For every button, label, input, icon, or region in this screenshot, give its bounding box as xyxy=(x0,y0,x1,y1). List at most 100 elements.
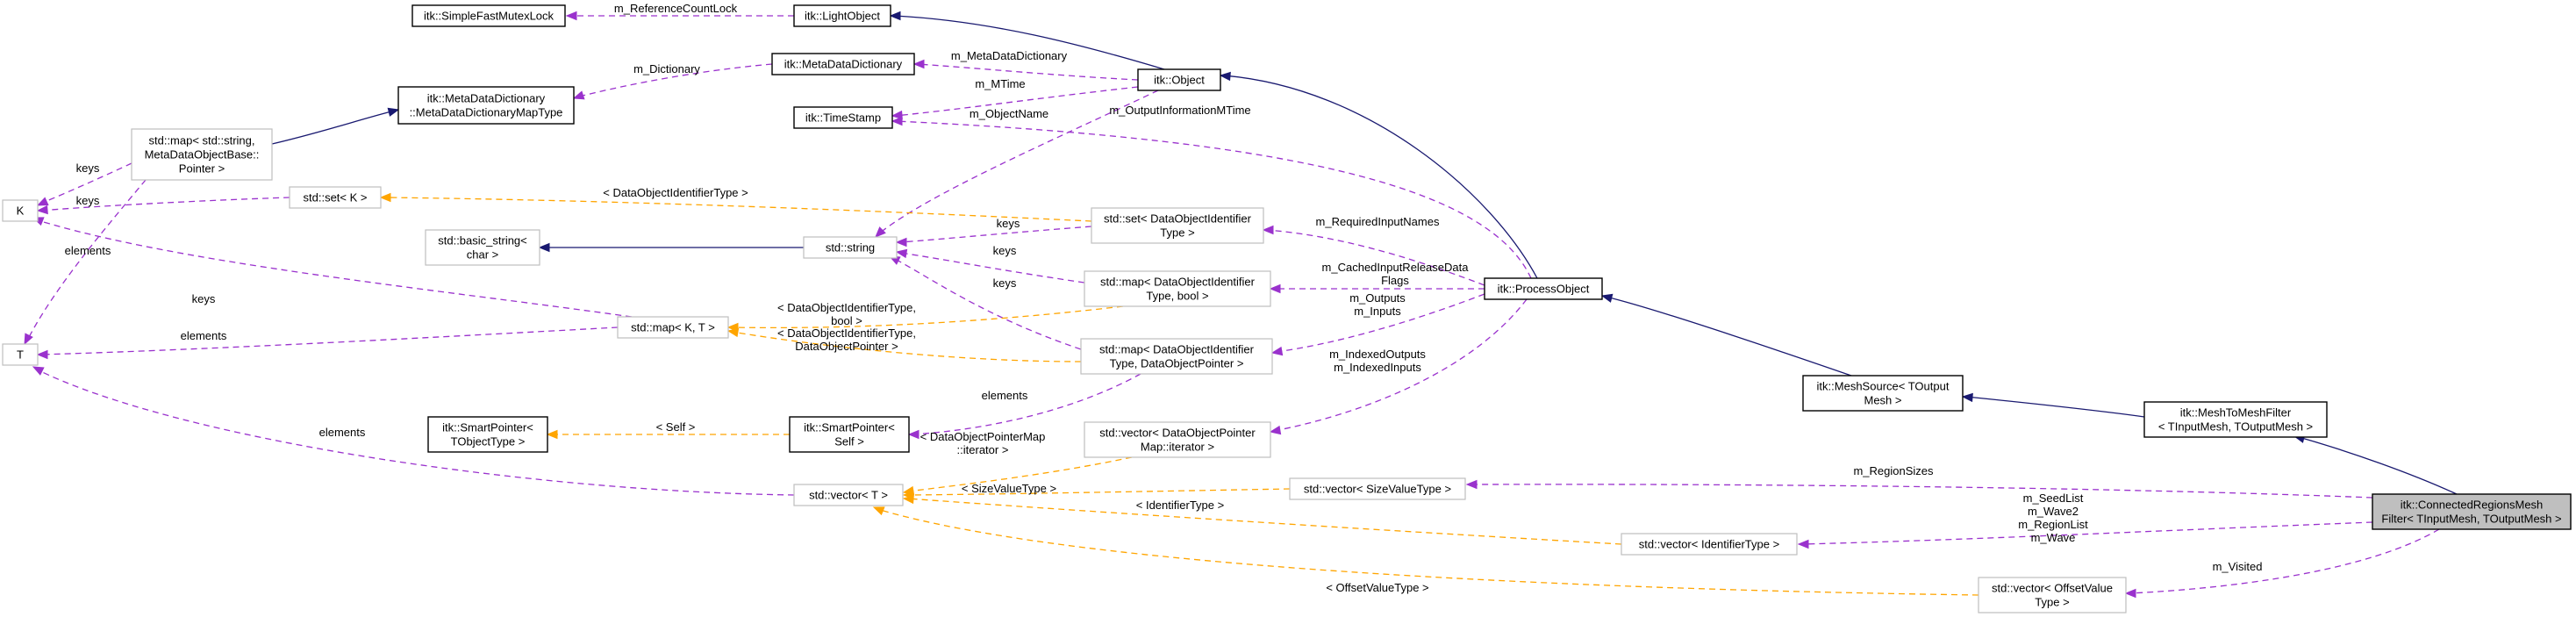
class-node-meshToMesh[interactable]: itk::MeshToMeshFilter< TInputMesh, TOutp… xyxy=(2143,401,2328,438)
edge-label-keysMapBool: keys xyxy=(993,244,1017,257)
edge-self xyxy=(546,429,790,440)
class-node-label: std::vector< SizeValueType > xyxy=(1304,483,1451,496)
inheritance-arrowhead xyxy=(889,11,901,21)
class-node-metadatadictionary[interactable]: itk::MetaDataDictionary xyxy=(771,53,915,75)
class-node-smartPtrSelf[interactable]: itk::SmartPointer<Self > xyxy=(789,416,910,453)
usage-arrowhead xyxy=(546,429,558,440)
class-node-T[interactable]: T xyxy=(2,343,39,366)
edge-object-to-processobject xyxy=(1219,71,1538,279)
edge-regionsizes xyxy=(1465,479,2373,499)
class-node-label: itk::ConnectedRegionsMesh xyxy=(2401,499,2544,512)
class-node-string[interactable]: std::string xyxy=(803,236,898,259)
usage-arrowhead xyxy=(379,192,391,203)
class-node-label: itk::MeshToMeshFilter xyxy=(2180,406,2292,420)
class-node-label: std::map< std::string, xyxy=(148,134,254,147)
edge-doi-type xyxy=(379,192,1092,222)
usage-arrowhead xyxy=(1262,225,1274,235)
class-node-label: std::map< DataObjectIdentifier xyxy=(1099,343,1255,356)
class-node-vecDOPmap[interactable]: std::vector< DataObjectPointerMap::itera… xyxy=(1084,421,1271,458)
class-node-object[interactable]: itk::Object xyxy=(1137,68,1221,91)
usage-arrowhead xyxy=(891,110,903,120)
edge-label-elementsMetaT: elements xyxy=(65,244,111,257)
inheritance-arrowhead xyxy=(1219,71,1231,82)
class-node-smartPtrT[interactable]: itk::SmartPointer<TObjectType > xyxy=(427,416,548,453)
class-node-label: T xyxy=(17,348,24,362)
class-node-mapType[interactable]: itk::MetaDataDictionary::MetaDataDiction… xyxy=(397,86,575,125)
class-node-setDOI[interactable]: std::set< DataObjectIdentifierType > xyxy=(1091,207,1264,244)
class-node-stdmapMeta[interactable]: std::map< std::string,MetaDataObjectBase… xyxy=(131,128,273,181)
class-node-vecT[interactable]: std::vector< T > xyxy=(793,484,904,506)
class-node-label: MetaDataObjectBase:: xyxy=(145,148,260,161)
class-node-setK[interactable]: std::set< K > xyxy=(289,186,382,209)
class-node-meshSource[interactable]: itk::MeshSource< TOutputMesh > xyxy=(1802,375,1964,412)
usage-arrowhead xyxy=(2124,588,2136,599)
edge-maptype-to-dict xyxy=(572,63,773,100)
class-node-vecSize[interactable]: std::vector< SizeValueType > xyxy=(1289,477,1466,500)
edge-processobject-to-meshsource xyxy=(1600,293,1852,377)
usage-arrowhead xyxy=(907,429,919,440)
edge-label-elementsVecT: elements xyxy=(319,426,366,439)
edge-label-elementsMapKT: elements xyxy=(181,329,227,342)
edge-label-mRegionSizes: m_RegionSizes xyxy=(1853,464,1934,477)
class-node-mapDOIbool[interactable]: std::map< DataObjectIdentifierType, bool… xyxy=(1084,270,1271,307)
edge-mapbool-keys xyxy=(895,248,1085,283)
class-node-label: Map::iterator > xyxy=(1141,441,1214,454)
class-node-label: Self > xyxy=(834,435,864,448)
inheritance-arrowhead xyxy=(1600,293,1614,303)
class-node-label: TObjectType > xyxy=(451,435,526,448)
usage-arrowhead xyxy=(895,248,908,259)
edge-label-mObjectName: m_ObjectName xyxy=(970,107,1048,120)
inheritance-arrowhead xyxy=(1961,392,1973,403)
class-node-timestamp[interactable]: itk::TimeStamp xyxy=(793,106,893,129)
class-node-label: itk::TimeStamp xyxy=(805,111,881,125)
class-node-vecOffset[interactable]: std::vector< OffsetValueType > xyxy=(1978,577,2127,613)
usage-arrowhead xyxy=(1797,539,1809,549)
class-node-label: Type, bool > xyxy=(1146,290,1208,303)
class-node-label: ::MetaDataDictionaryMapType xyxy=(410,106,563,119)
edge-label-mRequiredInputNames: m_RequiredInputNames xyxy=(1316,215,1440,228)
class-node-label: Type > xyxy=(1160,226,1194,240)
class-node-basicString[interactable]: std::basic_string<char > xyxy=(425,229,540,266)
edge-mapptr-keys xyxy=(888,255,1082,350)
usage-arrowhead xyxy=(912,59,925,69)
edge-label-mVisited: m_Visited xyxy=(2213,560,2263,573)
class-node-label: Type, DataObjectPointer > xyxy=(1110,357,1244,370)
usage-arrowhead xyxy=(902,494,914,505)
edge-outputs-inputs xyxy=(1270,293,1485,356)
usage-arrowhead xyxy=(24,333,33,346)
class-node-label: Filter< TInputMesh, TOutputMesh > xyxy=(2381,513,2561,526)
class-node-label: < TInputMesh, TOutputMesh > xyxy=(2158,420,2313,434)
class-node-vecId[interactable]: std::vector< IdentifierType > xyxy=(1621,533,1798,556)
usage-arrowhead xyxy=(1270,346,1284,356)
edge-mapkt-keys xyxy=(32,217,633,318)
usage-arrowhead xyxy=(572,90,585,100)
class-node-mapDOIptr[interactable]: std::map< DataObjectIdentifierType, Data… xyxy=(1080,338,1273,375)
class-node-K[interactable]: K xyxy=(2,199,39,222)
class-node-processObject[interactable]: itk::ProcessObject xyxy=(1484,277,1603,300)
class-node-mapKT[interactable]: std::map< K, T > xyxy=(617,316,729,339)
edge-metadict-to-object xyxy=(912,59,1139,81)
class-node-label: std::vector< IdentifierType > xyxy=(1639,538,1779,551)
usage-arrowhead xyxy=(36,349,48,360)
edge-label-mOutputInfoMTime: m_OutputInformationMTime xyxy=(1109,104,1250,117)
edge-metak-keys xyxy=(36,162,132,206)
edge-label-layer: m_ReferenceCountLockm_Dictionarym_MetaDa… xyxy=(65,2,2263,594)
usage-arrowhead xyxy=(36,204,48,215)
usage-arrowhead xyxy=(872,506,885,516)
edge-label-refCountLock: m_ReferenceCountLock xyxy=(614,2,738,15)
edge-offsetvaluetype xyxy=(872,506,1979,596)
edge-label-dopMapIter: < DataObjectPointerMap::iterator > xyxy=(920,430,1046,456)
class-node-mutexlock[interactable]: itk::SimpleFastMutexLock xyxy=(411,4,566,27)
class-node-label: std::map< K, T > xyxy=(631,321,715,334)
edge-label-elementsSmart: elements xyxy=(982,389,1028,402)
edge-cached-flags xyxy=(1269,283,1485,294)
usage-arrowhead xyxy=(1269,425,1282,435)
class-node-lightobject[interactable]: itk::LightObject xyxy=(793,4,891,27)
class-node-label: K xyxy=(17,204,25,218)
class-node-label: itk::MetaDataDictionary xyxy=(784,58,903,71)
edge-meshtomesh-to-focus xyxy=(2293,434,2458,495)
edge-label-self: < Self > xyxy=(656,420,696,434)
